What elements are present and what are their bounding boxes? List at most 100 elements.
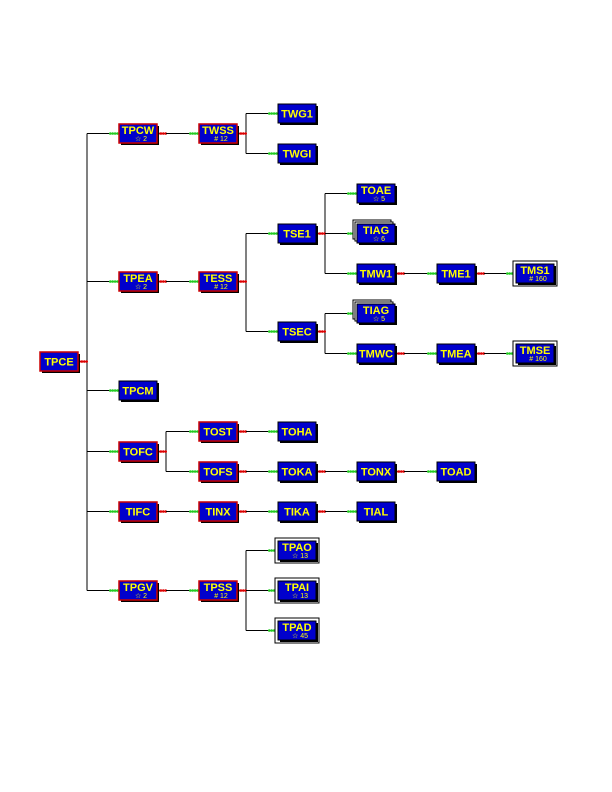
node-tme1[interactable]: TME1 [436,263,477,285]
node-count: ☆ 6 [373,235,385,243]
connector-marker-red [242,280,245,283]
node-label: TMSE [520,345,551,357]
node-tost[interactable]: TOST [198,421,239,443]
connector-marker-red [239,430,243,433]
connector-marker-green [508,352,512,355]
node-twgi[interactable]: TWGI [277,143,318,165]
node-tonx[interactable]: TONX [356,461,397,483]
connector-marker-red [402,470,406,473]
connector-marker-red [164,450,167,453]
connector-marker-red [397,272,401,275]
node-count: # 12 [214,284,228,291]
connector-marker-green [189,132,192,135]
node-box [198,461,238,482]
node-count: ☆ 13 [292,592,308,600]
node-tpao[interactable]: TPAO☆ 13 [274,537,320,564]
node-tse1[interactable]: TSE1 [277,223,318,245]
connector-marker-green [116,389,119,392]
node-tmse[interactable]: TMSE# 160 [512,340,558,367]
node-tmw1[interactable]: TMW1 [356,263,397,285]
connector-marker-green [268,112,271,115]
node-tpcw[interactable]: TPCW☆ 2 [118,123,159,145]
node-tpgv[interactable]: TPGV☆ 2 [118,580,159,602]
node-label: TOAE [361,185,391,197]
connector-marker-red [323,470,327,473]
node-label: TOST [203,427,232,439]
connector-marker-green [351,470,355,473]
connector-marker-green [349,312,353,315]
connector-marker-green [268,330,271,333]
connector-marker-green [270,430,274,433]
node-box [198,501,238,522]
node-toae[interactable]: TOAE☆ 5 [356,183,397,205]
node-tsec[interactable]: TSEC [277,321,318,343]
connector-marker-red [159,132,163,135]
node-label: TMS1 [520,265,549,277]
connector-marker-green [347,470,350,473]
node-tpad[interactable]: TPAD☆ 45 [274,617,320,644]
node-tmea[interactable]: TMEA [436,343,477,365]
node-tpce[interactable]: TPCE [39,351,80,373]
node-tess[interactable]: TESS# 12 [198,271,239,293]
connector-marker-green [354,352,357,355]
node-box [356,343,396,364]
node-twss[interactable]: TWSS# 12 [198,123,239,145]
node-tpai[interactable]: TPAI☆ 13 [274,577,320,604]
node-box [436,343,476,364]
node-tpea[interactable]: TPEA☆ 2 [118,271,159,293]
connector-marker-green [429,272,433,275]
connector-marker-green [431,470,435,473]
connector-marker-red [482,352,486,355]
node-label: TOFC [123,447,153,459]
node-tika[interactable]: TIKA [277,501,318,523]
node-toka[interactable]: TOKA [277,461,318,483]
connector-marker-green [272,510,276,513]
connector-marker-green [196,132,199,135]
connector-marker-green [272,232,276,235]
node-tial[interactable]: TIAL [356,501,397,523]
node-tpcm[interactable]: TPCM [118,380,159,402]
node-label: TOHA [282,427,313,439]
node-box [356,263,396,284]
node-box [436,263,476,284]
node-toha[interactable]: TOHA [277,421,318,443]
node-tofs[interactable]: TOFS [198,461,239,483]
connector-marker-green [351,352,355,355]
node-label: TPGV [123,582,154,594]
node-label: TME1 [441,269,470,281]
node-label: TINX [205,507,231,519]
connector-marker-green [113,132,117,135]
node-tiag1[interactable]: TIAG☆ 6 [352,219,397,245]
node-tpss[interactable]: TPSS# 12 [198,580,239,602]
connector-marker-green [113,280,117,283]
node-label: TIAG [363,305,389,317]
node-count: ☆ 5 [373,195,385,203]
connector-marker-red [239,280,243,283]
node-tofc[interactable]: TOFC [118,441,159,463]
connector-marker-green [272,430,276,433]
connector-marker-green [196,510,199,513]
node-tifc[interactable]: TIFC [118,501,159,523]
connector-marker-green [272,112,276,115]
node-box [356,461,396,482]
node-box [436,461,476,482]
node-box [118,380,158,401]
connector-marker-green [268,549,271,552]
connector-marker-red [164,589,167,592]
connector-marker-green [427,352,430,355]
node-label: TIAG [363,225,389,237]
connector-marker-green [275,510,278,513]
node-box [118,501,158,522]
node-tiag2[interactable]: TIAG☆ 5 [352,299,397,325]
node-box [118,580,158,601]
node-count: ☆ 2 [135,283,147,291]
connector-marker-red [162,589,165,592]
node-tms1[interactable]: TMS1# 160 [512,260,558,287]
connector-marker-green [193,430,197,433]
connector-marker-green [191,132,194,135]
node-tmwc[interactable]: TMWC [356,343,397,365]
connector-marker-red [400,470,403,473]
node-tinx[interactable]: TINX [198,501,239,523]
node-toad[interactable]: TOAD [436,461,477,483]
node-twg1[interactable]: TWG1 [277,103,318,125]
